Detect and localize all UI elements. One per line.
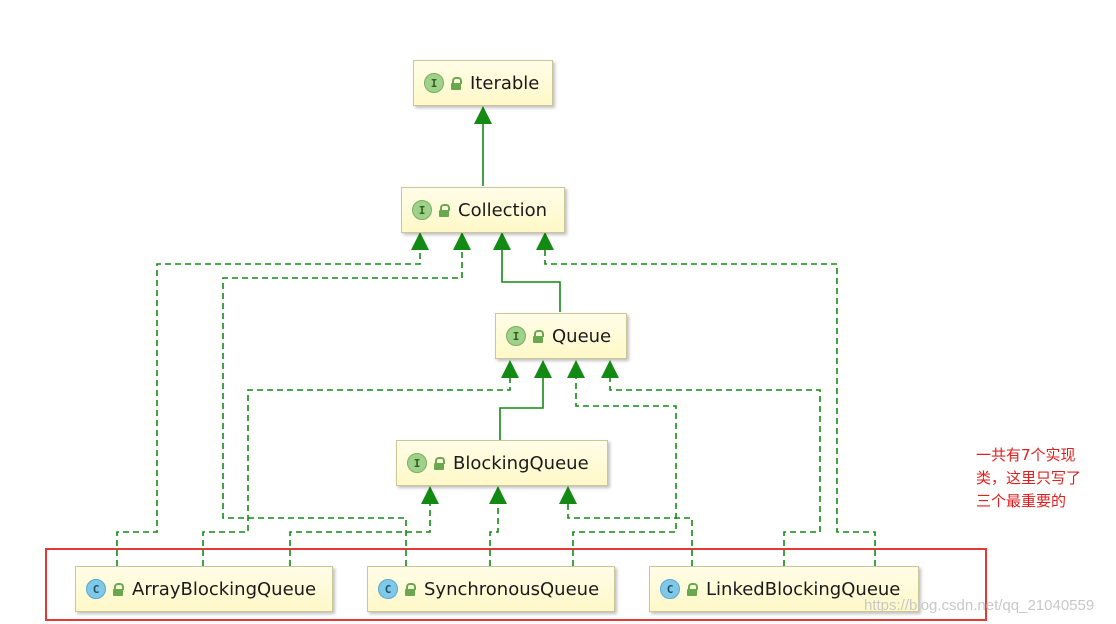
arrowhead-blockingqueue-3	[559, 486, 577, 504]
interface-badge-icon: I	[412, 200, 432, 220]
class-badge-icon: C	[660, 579, 680, 599]
edge-array-to-queue	[202, 362, 511, 566]
node-label: Iterable	[470, 72, 540, 94]
arrowhead-queue-1	[501, 360, 519, 378]
edge-linked-to-collection	[544, 234, 876, 566]
interface-badge-icon: I	[506, 326, 526, 346]
annotation-line-3: 三个最重要的	[976, 492, 1067, 510]
arrowhead-queue-3	[567, 360, 585, 378]
arrowhead-iterable	[474, 106, 492, 124]
node-label: ArrayBlockingQueue	[132, 578, 317, 600]
edge-array-to-collection	[116, 234, 421, 566]
class-badge-icon: C	[378, 579, 398, 599]
highlight-box	[45, 548, 987, 621]
node-label: Collection	[458, 199, 548, 221]
class-badge-icon: C	[86, 579, 106, 599]
lock-icon	[532, 329, 545, 343]
arrowhead-collection-3	[493, 232, 511, 250]
arrowhead-queue-4	[601, 360, 619, 378]
annotation-line-2: 类，这里只写了	[976, 469, 1082, 487]
edge-synchronous-to-blockingqueue	[489, 488, 499, 566]
arrowhead-collection-4	[536, 232, 554, 250]
arrowhead-collection-1	[411, 232, 429, 250]
arrowhead-collection-2	[453, 232, 471, 250]
lock-icon	[404, 582, 417, 596]
edge-blockingqueue-to-queue	[499, 362, 544, 440]
node-iterable[interactable]: I Iterable	[413, 60, 553, 106]
node-collection[interactable]: I Collection	[401, 187, 565, 233]
node-label: BlockingQueue	[453, 452, 589, 474]
node-label: SynchronousQueue	[424, 578, 600, 600]
node-queue[interactable]: I Queue	[495, 313, 627, 359]
lock-icon	[686, 582, 699, 596]
lock-icon	[112, 582, 125, 596]
arrowhead-blockingqueue-1	[421, 486, 439, 504]
edge-linked-to-queue	[609, 362, 821, 566]
annotation-line-1: 一共有7个实现	[976, 446, 1076, 464]
edge-synchronous-to-queue	[572, 362, 677, 566]
lock-icon	[438, 203, 451, 217]
edge-synchronous-to-collection	[222, 234, 463, 566]
lock-icon	[450, 76, 463, 90]
interface-badge-icon: I	[407, 453, 427, 473]
edge-linked-to-blockingqueue	[567, 488, 693, 566]
edge-queue-to-collection	[501, 234, 561, 312]
node-array-blocking-queue[interactable]: C ArrayBlockingQueue	[75, 566, 333, 612]
arrowhead-blockingqueue-2	[489, 486, 507, 504]
node-label: Queue	[552, 325, 612, 347]
interface-badge-icon: I	[424, 73, 444, 93]
annotation-note: 一共有7个实现 类，这里只写了 三个最重要的	[976, 444, 1112, 513]
watermark: https://blog.csdn.net/qq_21040559	[864, 597, 1095, 614]
node-synchronous-queue[interactable]: C SynchronousQueue	[367, 566, 615, 612]
node-blocking-queue[interactable]: I BlockingQueue	[396, 440, 608, 486]
edge-array-to-blockingqueue	[289, 488, 431, 566]
arrowhead-queue-2	[534, 360, 552, 378]
lock-icon	[433, 456, 446, 470]
node-linked-blocking-queue[interactable]: C LinkedBlockingQueue	[649, 566, 919, 612]
node-label: LinkedBlockingQueue	[706, 578, 901, 600]
